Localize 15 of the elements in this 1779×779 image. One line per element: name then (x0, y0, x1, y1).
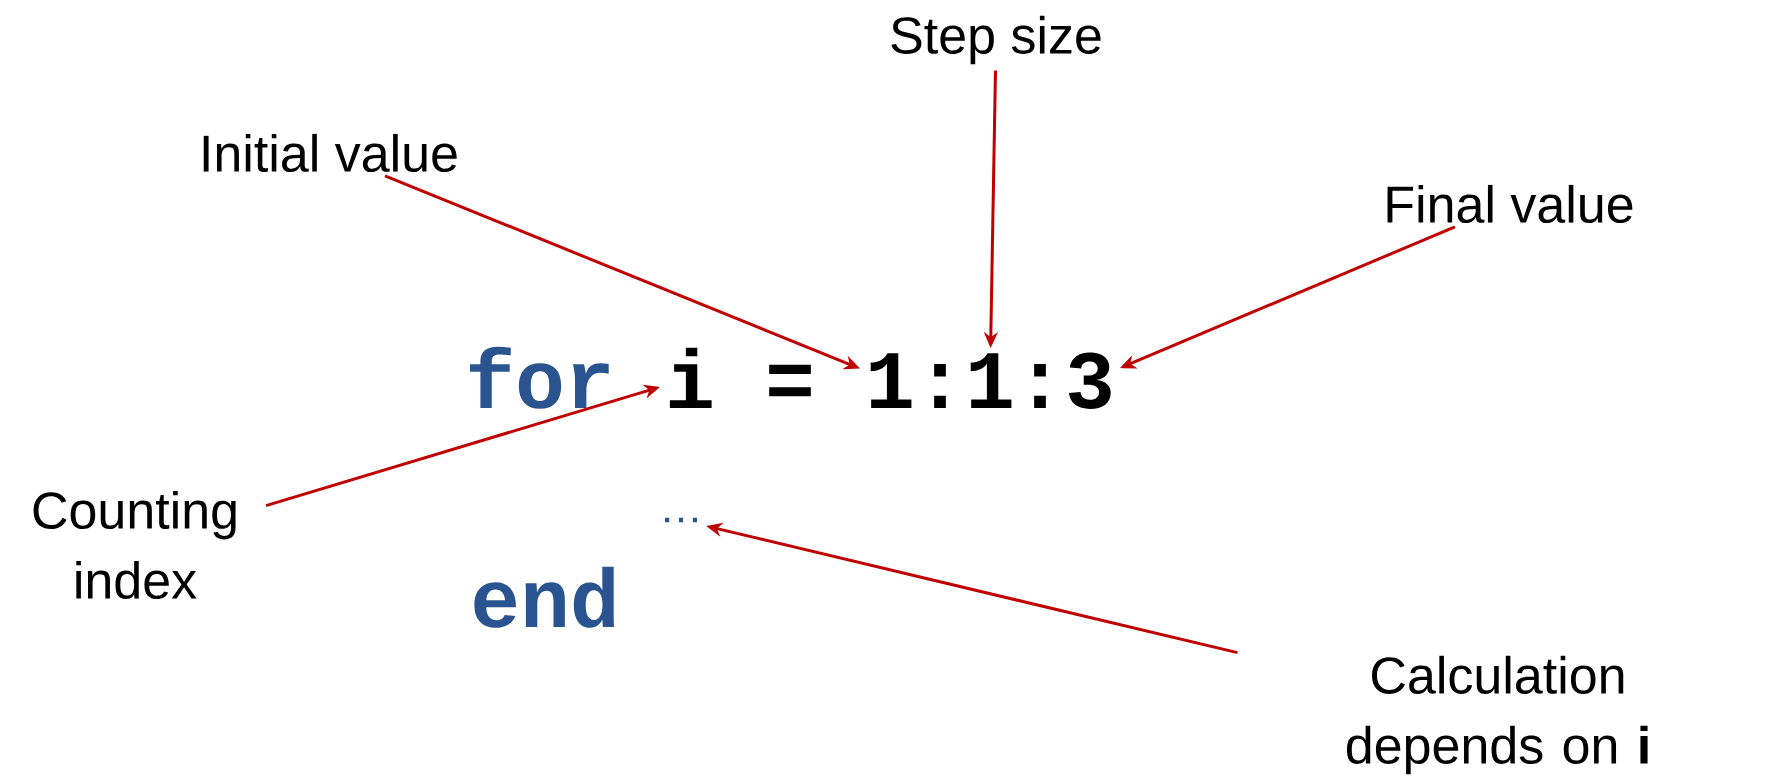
annotation-label: Step size (891, 15, 1101, 65)
code-keyword: for (470, 346, 609, 409)
annotation-label: Calculation depends on i (1346, 655, 1648, 775)
annotation-label: Final value (1387, 184, 1633, 224)
annotation-label: Initial value (203, 133, 457, 173)
code-token: 3 (1068, 352, 1111, 409)
code-text: = (769, 364, 811, 397)
code-text: : (934, 364, 946, 408)
code-text: : (1034, 364, 1046, 408)
annotation-label: Counting index (33, 490, 236, 600)
ellipsis-text: … (665, 517, 698, 523)
code-token: 1 (870, 353, 912, 408)
code-token: i (669, 347, 712, 408)
code-keyword: end (474, 566, 615, 628)
code-token: 1 (970, 353, 1012, 408)
